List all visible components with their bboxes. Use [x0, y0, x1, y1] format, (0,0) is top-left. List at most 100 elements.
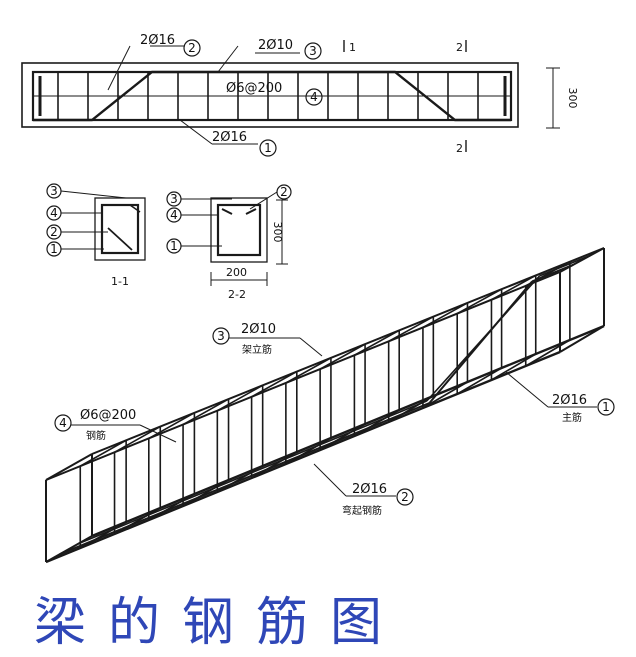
- isometric-labels: 3 2Ø10 架立筋 4 Ø6@200 钢筋 2Ø16 1 主筋 2Ø16 2 …: [54, 322, 615, 517]
- leader-2phi16-bottom: [179, 119, 213, 145]
- section-1-title: 1-1: [111, 275, 129, 288]
- iso-top-bar-front: [45, 271, 561, 481]
- iso-stirrup-bottom: [422, 381, 468, 409]
- section-1-bent-bar: [107, 227, 133, 251]
- isometric-cage: [45, 247, 605, 564]
- callout-number-1: 1: [264, 141, 272, 155]
- section-1-stirrup: [100, 203, 140, 255]
- iso-stirrup-top: [148, 412, 195, 440]
- iso-bottom-bar-front: [45, 350, 561, 564]
- section-1-hook: [129, 204, 141, 213]
- iso-bottom-bar-back: [91, 324, 605, 538]
- iso-label-phi6-200: Ø6@200: [80, 408, 136, 423]
- iso-stirrup-bottom: [559, 325, 605, 353]
- iso-leader-2phi10: [299, 337, 323, 357]
- section-1-leader-3: [60, 190, 127, 199]
- iso-stirrup-top: [319, 343, 366, 370]
- iso-stirrup-bottom: [114, 507, 161, 535]
- iso-stirrup-bottom: [353, 409, 400, 437]
- label-2phi10: 2Ø10: [258, 38, 293, 53]
- iso-label-2phi16-bent: 2Ø16: [352, 482, 387, 497]
- section-mark-2-top: 2: [456, 41, 463, 54]
- iso-number-2: 2: [401, 490, 409, 504]
- section-2-top-bar-b: [245, 208, 257, 215]
- callout-circle-1: [259, 139, 277, 157]
- iso-bent-bar-run: [121, 402, 430, 530]
- iso-label-2phi16-bent-cn: 弯起钢筋: [342, 504, 382, 517]
- iso-bent-bar-2-run: [77, 400, 428, 545]
- iso-stirrup-top: [388, 315, 434, 343]
- section-2-stirrup: [216, 203, 262, 257]
- section-2-2: 3 4 1 2 300 200 2-2: [166, 184, 292, 301]
- iso-number-1: 1: [602, 400, 610, 414]
- iso-label-2phi16-main-cn: 主筋: [562, 411, 582, 424]
- iso-leader-main: [505, 371, 549, 408]
- iso-number-4: 4: [59, 416, 67, 430]
- iso-stirrup-bottom: [79, 521, 127, 549]
- elevation-bent-bar: [33, 70, 511, 122]
- leader-2phi10: [217, 45, 239, 73]
- iso-stirrup-bottom: [216, 465, 264, 493]
- iso-stirrup-bottom: [148, 493, 195, 521]
- section-2-number-4: 4: [170, 208, 178, 222]
- section-2-number-1: 1: [170, 239, 178, 253]
- iso-stirrup-top: [182, 398, 229, 426]
- iso-leader-bent: [313, 463, 347, 497]
- callout-circle-3: [304, 42, 322, 60]
- label-phi6-200: Ø6@200: [226, 81, 282, 96]
- iso-stirrup-top: [456, 288, 502, 315]
- section-1-outline: [94, 197, 146, 261]
- iso-stirrup-top: [114, 425, 161, 453]
- iso-stirrup-bottom: [45, 535, 93, 563]
- iso-stirrup-bottom: [251, 451, 298, 479]
- section-2-title: 2-2: [228, 288, 246, 301]
- iso-stirrup-top: [285, 357, 332, 384]
- label-2phi16-bottom: 2Ø16: [212, 130, 247, 145]
- iso-bent-bar-start: [59, 528, 122, 556]
- section-2-number-2: 2: [280, 185, 288, 199]
- callout-number-2: 2: [188, 41, 196, 55]
- section-mark-2-bottom: 2: [456, 142, 463, 155]
- iso-leader-phi6-200: [139, 424, 177, 443]
- beam-elevation: 2Ø16 2 2Ø10 3 Ø6@200 4 2Ø16 1 1 2 2 300: [21, 33, 579, 157]
- section-1-1: 3 4 2 1 1-1: [46, 183, 146, 288]
- iso-stirrup-bottom: [388, 395, 434, 423]
- iso-stirrup-top: [354, 329, 400, 356]
- section-2-number-3: 3: [170, 192, 178, 206]
- iso-stirrup-bottom: [491, 353, 537, 381]
- iso-label-2phi16-main: 2Ø16: [552, 393, 587, 408]
- iso-label-2phi10: 2Ø10: [241, 322, 276, 337]
- iso-stirrup-top: [251, 370, 298, 398]
- section-1-number-3: 3: [50, 184, 58, 198]
- section-mark-1: 1: [349, 41, 356, 54]
- iso-circle-2: [396, 488, 414, 506]
- section-1-number-4: 4: [50, 206, 58, 220]
- iso-stirrup-bottom: [456, 367, 503, 395]
- iso-label-2phi10-cn: 架立筋: [242, 343, 272, 356]
- iso-stirrup-bottom: [182, 479, 229, 507]
- section-1-number-1: 1: [50, 242, 58, 256]
- elevation-outline: [21, 62, 519, 128]
- iso-stirrup-bottom: [319, 423, 366, 451]
- iso-bent-bar-2-end: [539, 254, 592, 277]
- iso-circle-3: [212, 327, 230, 345]
- section-2-leader-2: [249, 191, 278, 210]
- iso-circle-1: [597, 398, 615, 416]
- callout-circle-4: [305, 88, 323, 106]
- iso-stirrup-top: [45, 453, 93, 481]
- iso-stirrup-top: [491, 274, 537, 301]
- iso-top-bar-back: [91, 247, 605, 455]
- section-2-top-bar: [221, 208, 233, 215]
- iso-number-3: 3: [217, 329, 225, 343]
- iso-stirrup-top: [79, 439, 127, 467]
- iso-bent-bar-end: [531, 263, 574, 283]
- section-2-width-label: 200: [226, 266, 247, 279]
- iso-bent-bar-2-rise: [426, 275, 541, 402]
- callout-circle-2: [183, 39, 201, 57]
- section-2-outline: [210, 197, 268, 263]
- iso-label-phi6-200-cn: 钢筋: [86, 429, 106, 442]
- section-1-number-2: 2: [50, 225, 58, 239]
- iso-stirrup-bottom: [285, 437, 332, 465]
- label-2phi16-top: 2Ø16: [140, 33, 175, 48]
